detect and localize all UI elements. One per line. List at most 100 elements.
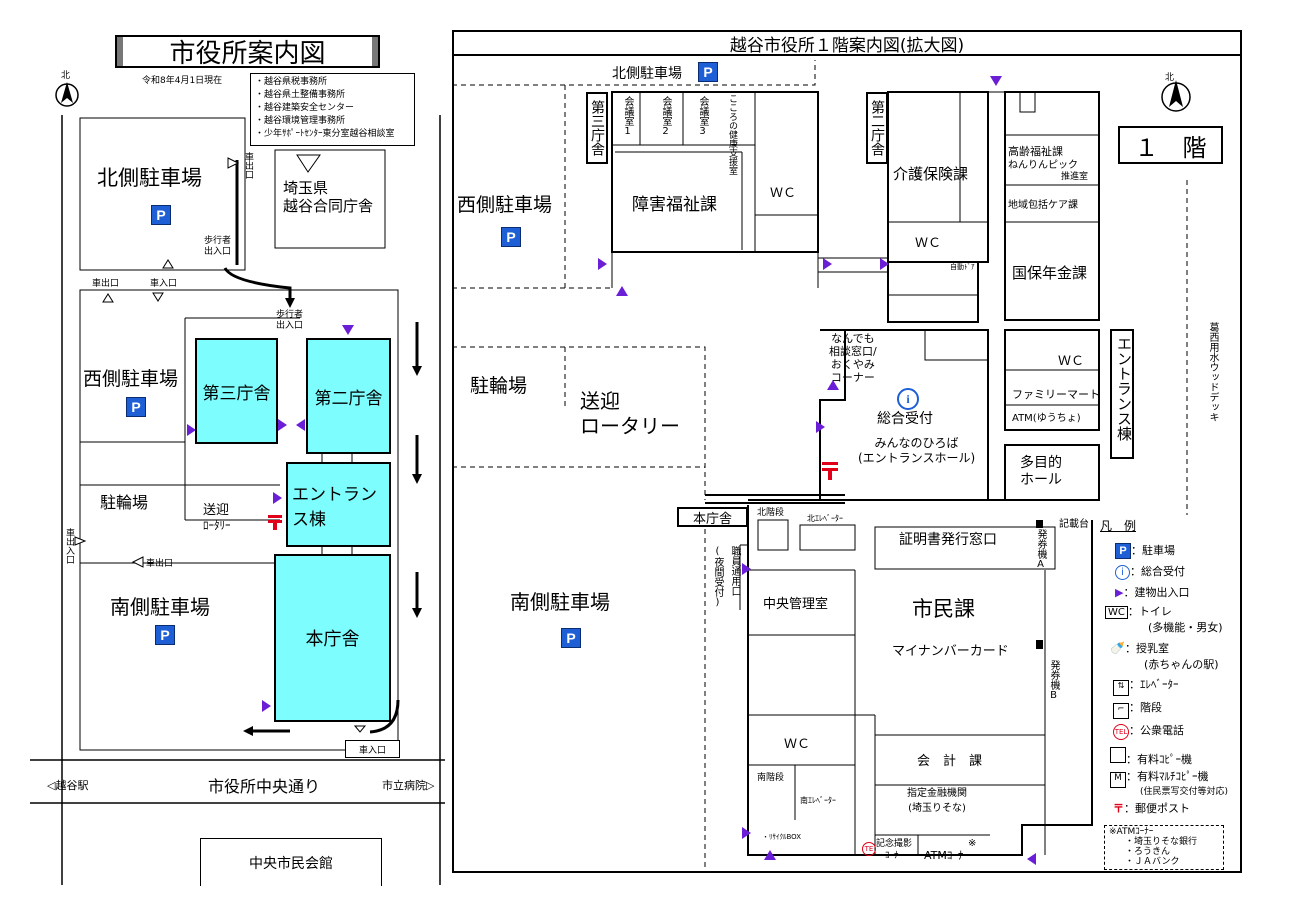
joint-bldg-line2: 越谷合同庁舎 [283, 197, 374, 215]
office-item: ・越谷建築安全センター [255, 103, 355, 113]
legend-elevator: ⇅：ｴﾚﾍﾞｰﾀｰ [1113, 676, 1179, 696]
atm-yucho[interactable]: ATM(ゆうちょ) [1012, 413, 1081, 424]
parking-icon: P [1115, 543, 1131, 559]
wc-third: ＷＣ [770, 186, 797, 201]
atm-corner-mark: ※ [968, 838, 977, 849]
general-reception[interactable]: 総合受付 [877, 411, 933, 427]
kokoro-support-room[interactable]: こころの健康支援室 [727, 94, 737, 175]
ticket-machine-b[interactable]: 発券機B [1048, 660, 1059, 701]
consultation-counter[interactable]: なんでも相談窓口/おくやみコーナー [829, 332, 877, 384]
multicopy-machine-icon: M [1110, 772, 1126, 788]
legend-copy: ：有料ｺﾋﾟｰ機 [1110, 747, 1192, 767]
second-building[interactable]: 第二庁舎 [306, 338, 391, 454]
pedestrian-entrance-2: 歩行者出入口 [276, 310, 304, 331]
citizens-division[interactable]: 市民課 [912, 597, 975, 621]
civic-hall[interactable]: 中央市民会館 [200, 838, 382, 886]
national-pension[interactable]: 国保年金課 [1012, 264, 1088, 282]
main-building[interactable]: 本庁舎 [274, 554, 391, 722]
right-north-label: 北 [1165, 73, 1175, 83]
car-exit-label: 車出口 [92, 279, 120, 289]
elderly-welfare[interactable]: 高齢福祉課 [1008, 145, 1063, 158]
familymart[interactable]: ファミリーマート [1012, 388, 1100, 401]
promotion-office: 推進室 [1061, 172, 1089, 182]
left-north-label: 北 [61, 71, 71, 81]
ticket-machine-a[interactable]: 発券機A [1035, 529, 1046, 570]
mynumber-card[interactable]: マイナンバーカード [892, 644, 1009, 659]
left-rotary-2: ﾛｰﾀﾘｰ [203, 519, 231, 532]
office-item: ・越谷県土整備事務所 [255, 90, 346, 100]
designated-bank[interactable]: 指定金融機関(埼玉りそな) [907, 788, 967, 814]
office-item: ・越谷環境管理事務所 [255, 116, 346, 126]
nenrin-pic: ねんりんピック [1008, 160, 1078, 171]
third-building[interactable]: 第三庁舎 [195, 338, 278, 444]
staff-entrance: 職員通用口 [729, 546, 740, 596]
left-map-date: 令和8年4月1日現在 [142, 76, 223, 86]
parking-icon: P [155, 625, 175, 645]
south-stairs[interactable]: 南階段 [757, 773, 785, 783]
entrance-triangle-icon: ▶ [1115, 586, 1124, 599]
floor-indicator: １ 階 [1118, 126, 1223, 164]
atm-corner[interactable]: ATMｺｰﾅｰ [924, 849, 969, 862]
offices-list: ・越谷県税事務所 ・越谷県土整備事務所 ・越谷建築安全センター ・越谷環境管理事… [250, 73, 415, 146]
wc-icon: WC [1105, 606, 1128, 619]
car-entry-south: 車入口 [345, 740, 400, 758]
car-exit-entry-west: 車出入口 [64, 528, 74, 564]
meeting-room-1[interactable]: 会議室1 [622, 96, 633, 137]
south-elevator[interactable]: 南ｴﾚﾍﾞｰﾀｰ [800, 796, 836, 805]
elevator-icon: ⇅ [1113, 680, 1129, 696]
care-insurance[interactable]: 介護保険課 [893, 165, 969, 183]
legend-info: i：総合受付 [1115, 563, 1185, 580]
north-stairs[interactable]: 北階段 [757, 508, 785, 518]
legend-multicopy-sub: (住民票写交付等対応) [1140, 787, 1229, 797]
photo-corner: 記念撮影ｺｰﾅｰ [876, 839, 913, 861]
disability-welfare[interactable]: 障害福祉課 [632, 195, 717, 215]
entrance-building[interactable]: エントランス棟 [286, 462, 391, 547]
accounting-division[interactable]: 会 計 課 [917, 754, 983, 769]
legend-post: 〒：郵便ポスト [1113, 802, 1190, 815]
parking-icon: P [501, 227, 521, 247]
third-bldg-tag: 第三庁舎 [586, 92, 608, 164]
meeting-room-2[interactable]: 会議室2 [660, 96, 671, 137]
left-bicycle: 駐輪場 [100, 493, 149, 512]
right-bicycle: 駐輪場 [470, 375, 528, 397]
joint-bldg-line1: 埼玉県 [283, 179, 329, 197]
post-icon: 〒 [1113, 802, 1124, 815]
street-name: 市役所中央通り [208, 777, 321, 796]
meeting-room-3[interactable]: 会議室3 [697, 96, 708, 137]
legend-entrance: ▶：建物出入口 [1115, 586, 1190, 599]
car-exit-entry-north: 車出口 [243, 152, 253, 179]
phone-icon: TEL [1113, 724, 1129, 740]
left-west-parking: 西側駐車場 [83, 368, 179, 390]
legend-multicopy: M：有料ﾏﾙﾁｺﾋﾟｰ機 [1110, 768, 1209, 788]
left-rotary-1: 送迎 [203, 503, 230, 518]
car-entry-label: 車入口 [150, 279, 178, 289]
public-phone-icon: TE [862, 842, 876, 856]
legend-nursing: 🍼：授乳室 [1110, 641, 1169, 655]
legend-nursing-sub: (赤ちゃんの駅) [1144, 658, 1219, 671]
nursing-icon: 🍼 [1110, 641, 1125, 655]
legend-parking: P：駐車場 [1115, 542, 1175, 559]
central-management: 中央管理室 [763, 597, 829, 612]
rotary-line2: ロータリー [580, 414, 680, 438]
rotary-line1: 送迎 [580, 389, 620, 413]
multipurpose-hall[interactable]: 多目的ホール [1020, 455, 1062, 488]
parking-icon: P [151, 205, 171, 225]
north-elevator[interactable]: 北ｴﾚﾍﾞｰﾀｰ [807, 514, 843, 523]
memo-desk: 記載台 [1059, 519, 1089, 530]
info-icon: i [1115, 565, 1130, 580]
wc-main: ＷＣ [784, 737, 811, 752]
office-item: ・少年ｻﾎﾟｰﾄｾﾝﾀｰ東分室越谷相談室 [255, 129, 395, 139]
left-map-title: 市役所案内図 [115, 35, 380, 69]
certificate-window[interactable]: 証明書発行窓口 [899, 532, 997, 548]
night-reception: (夜間受付) [712, 546, 723, 608]
legend-phone: TEL：公衆電話 [1113, 722, 1184, 740]
community-care[interactable]: 地域包括ケア課 [1008, 200, 1078, 211]
office-item: ・越谷県税事務所 [255, 77, 328, 87]
pedestrian-entrance-1: 歩行者出入口 [204, 236, 232, 257]
right-west-parking: 西側駐車場 [457, 194, 553, 216]
entrance-hall: みんなのひろば(エントランスホール) [858, 436, 976, 465]
right-south-parking: 南側駐車場 [510, 590, 610, 614]
